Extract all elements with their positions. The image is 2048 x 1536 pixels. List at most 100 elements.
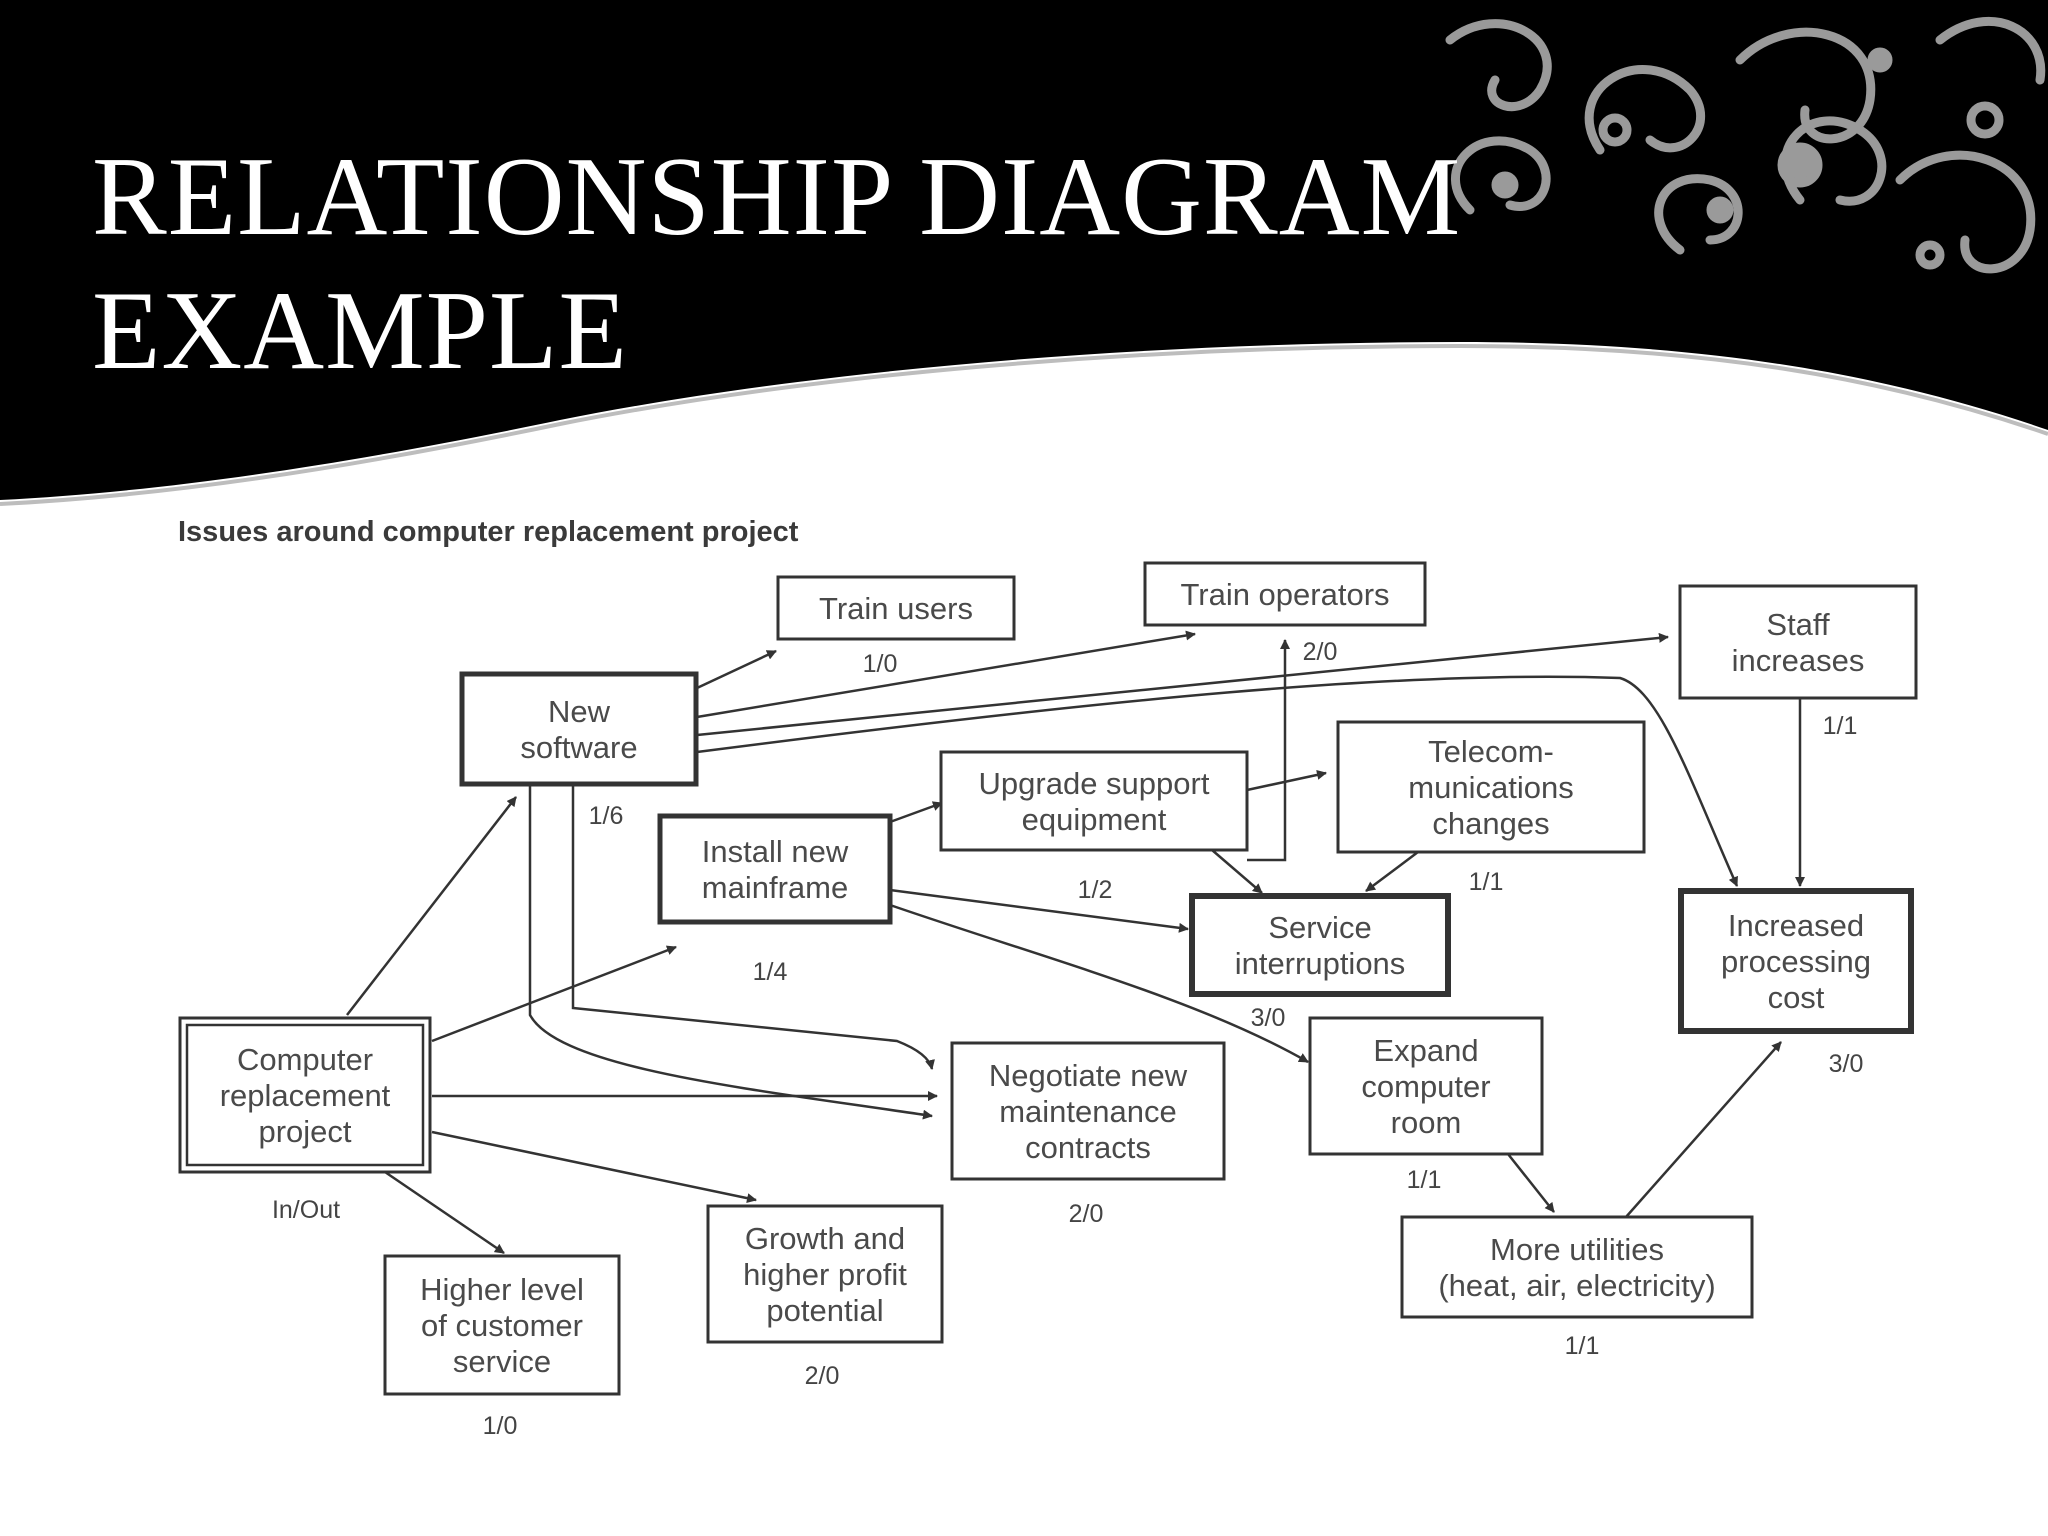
- node-label-negotiate-2: maintenance: [999, 1094, 1177, 1129]
- edge-new-software-1: [696, 630, 1196, 719]
- node-box-train-operators: [1143, 561, 1427, 627]
- node-box-install-mainframe: [657, 813, 893, 925]
- node-label-growth-2: higher profit: [743, 1257, 907, 1292]
- edge-new-software-0: [696, 649, 777, 690]
- node-label-expand-room-1: Expand: [1373, 1033, 1478, 1068]
- node-label-staff-increases-1: Staff: [1766, 607, 1830, 642]
- node-train-operators: Train operators 2/0: [1143, 561, 1427, 666]
- node-ratio-service-interruptions: 3/0: [1251, 1004, 1286, 1032]
- node-label-expand-room-2: computer: [1361, 1069, 1490, 1104]
- slide-title-line-2: EXAMPLE: [92, 269, 628, 393]
- banner-ribbon: [0, 343, 2048, 506]
- node-ratio-computer-replacement: In/Out: [272, 1196, 340, 1224]
- node-box-growth: [706, 1204, 944, 1344]
- node-label-new-software-2: software: [520, 730, 637, 765]
- node-label-telecom-3: changes: [1432, 806, 1549, 841]
- node-label-train-operators-1: Train operators: [1180, 577, 1389, 612]
- node-layer: Train users 1/0 Train operators 2/0 Staffinc…: [178, 561, 1918, 1440]
- node-box-expand-room: [1308, 1016, 1544, 1156]
- node-label-computer-replacement-3: project: [258, 1114, 351, 1149]
- edge-computer-replacement-17: [431, 1130, 757, 1204]
- edge-new-software-3: [696, 675, 1739, 887]
- diagram-subtitle: Issues around computer replacement proje…: [178, 516, 799, 548]
- node-label-upgrade-support-2: equipment: [1022, 802, 1167, 837]
- node-label-telecom-1: Telecom-: [1428, 734, 1554, 769]
- node-label-higher-service-3: service: [453, 1344, 551, 1379]
- edge-telecom-12: [1365, 851, 1419, 892]
- node-label-growth-3: potential: [766, 1293, 883, 1328]
- edge-upgrade-support-11: [1247, 639, 1290, 862]
- node-ratio-train-operators: 2/0: [1303, 638, 1338, 666]
- edge-install-mainframe-7: [889, 888, 1189, 933]
- node-label-telecom-2: munications: [1408, 770, 1573, 805]
- edge-computer-replacement-14: [346, 796, 517, 1016]
- edge-upgrade-support-10: [1211, 849, 1263, 894]
- edge-install-mainframe-6: [889, 801, 943, 824]
- node-label-more-utilities-2: (heat, air, electricity): [1438, 1268, 1715, 1303]
- node-ratio-new-software: 1/6: [589, 802, 624, 830]
- edge-new-software-5: [571, 784, 935, 1070]
- edge-expand-room-19: [1507, 1153, 1555, 1213]
- node-label-expand-room-3: room: [1391, 1105, 1462, 1140]
- node-label-staff-increases-2: increases: [1732, 643, 1865, 678]
- edge-computer-replacement-15: [431, 945, 677, 1043]
- node-ratio-train-users: 1/0: [863, 650, 898, 678]
- node-train-users: Train users 1/0: [776, 575, 1016, 678]
- node-label-train-users-1: Train users: [819, 591, 973, 626]
- node-box-computer-replacement: [178, 1016, 432, 1174]
- node-label-negotiate-1: Negotiate new: [989, 1058, 1188, 1093]
- node-box-service-interruptions: [1189, 893, 1451, 997]
- node-box-increased-cost: [1678, 888, 1914, 1034]
- node-ratio-upgrade-support: 1/2: [1078, 876, 1113, 904]
- node-ratio-staff-increases: 1/1: [1823, 712, 1858, 740]
- title-banner: [0, 0, 2048, 506]
- node-label-new-software-1: New: [548, 694, 611, 729]
- node-label-more-utilities-1: More utilities: [1490, 1232, 1664, 1267]
- node-box-higher-service: [383, 1254, 621, 1396]
- edge-more-utilities-20: [1625, 1041, 1782, 1218]
- edge-layer: [346, 630, 1805, 1255]
- edge-computer-replacement-18: [384, 1170, 505, 1255]
- node-inner-box-computer-replacement: [185, 1023, 425, 1167]
- node-label-increased-cost-3: cost: [1768, 980, 1825, 1015]
- node-ratio-expand-room: 1/1: [1407, 1166, 1442, 1194]
- edge-install-mainframe-8: [889, 903, 1309, 1064]
- slide-title-line-1: RELATIONSHIP DIAGRAM: [92, 135, 1462, 259]
- node-label-computer-replacement-1: Computer: [237, 1042, 373, 1077]
- node-box-more-utilities: [1400, 1215, 1754, 1319]
- node-label-higher-service-2: of customer: [421, 1308, 583, 1343]
- node-box-train-users: [776, 575, 1016, 641]
- node-box-staff-increases: [1678, 584, 1918, 700]
- node-label-upgrade-support-1: Upgrade support: [979, 766, 1210, 801]
- node-label-service-interruptions-2: interruptions: [1235, 946, 1406, 981]
- node-ratio-install-mainframe: 1/4: [753, 958, 788, 986]
- node-ratio-increased-cost: 3/0: [1829, 1050, 1864, 1078]
- node-label-computer-replacement-2: replacement: [220, 1078, 391, 1113]
- node-label-negotiate-3: contracts: [1025, 1130, 1151, 1165]
- node-box-upgrade-support: [939, 750, 1249, 852]
- node-label-install-mainframe-2: mainframe: [702, 870, 848, 905]
- banner-background: [0, 0, 2048, 500]
- node-box-telecom: [1336, 720, 1646, 854]
- slide-title: RELATIONSHIP DIAGRAM EXAMPLE: [92, 130, 1461, 398]
- node-label-growth-1: Growth and: [745, 1221, 905, 1256]
- node-ratio-telecom: 1/1: [1469, 868, 1504, 896]
- node-more-utilities: More utilities(heat, air, electricity)1/…: [1400, 1215, 1754, 1360]
- node-label-increased-cost-1: Increased: [1728, 908, 1864, 943]
- node-ratio-growth: 2/0: [805, 1362, 840, 1390]
- node-box-new-software: [459, 671, 699, 787]
- node-box-negotiate: [950, 1041, 1226, 1181]
